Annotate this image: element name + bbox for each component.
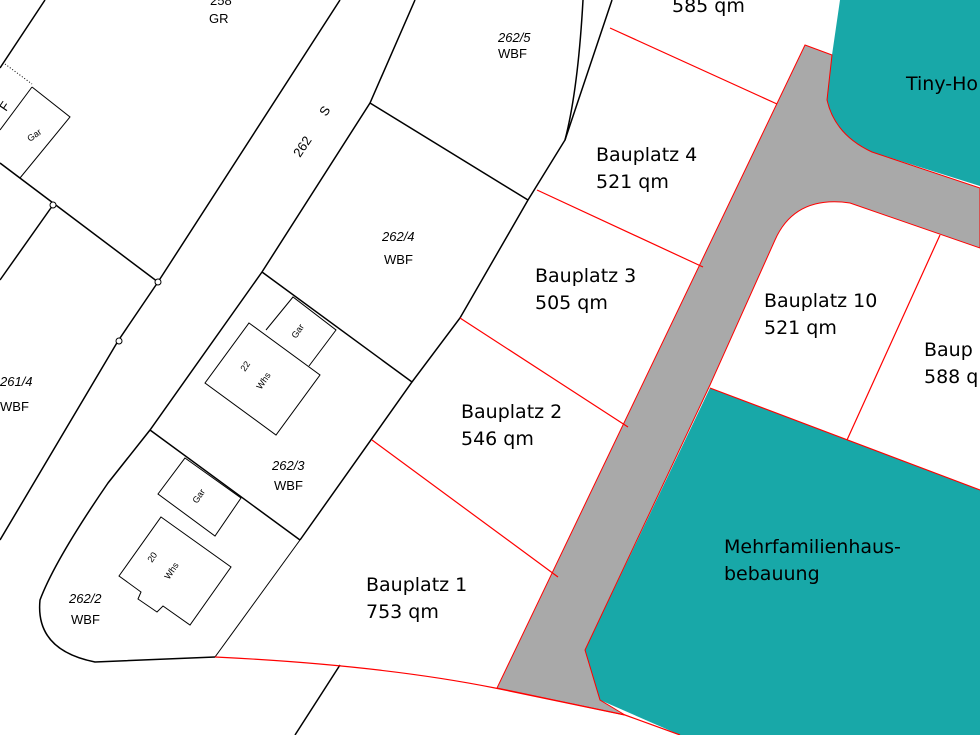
multi-family-label: Mehrfamilienhaus- bbox=[724, 536, 901, 558]
boundary-marker bbox=[115, 337, 123, 345]
plot-name: Bauplatz 1 bbox=[366, 574, 467, 596]
building-label: Whs bbox=[162, 560, 181, 581]
building-garage bbox=[0, 86, 71, 179]
plot-name: Bauplatz 10 bbox=[764, 290, 877, 312]
house-number: 20 bbox=[145, 550, 159, 564]
parcel-boundary bbox=[0, 162, 159, 283]
plot-area: 546 qm bbox=[461, 428, 534, 450]
plot-area: 521 qm bbox=[596, 171, 669, 193]
parcel-boundary bbox=[564, 0, 613, 141]
plot-name: Bauplatz 3 bbox=[535, 265, 636, 287]
road-left-boundary bbox=[0, 0, 341, 541]
building-label: Gar bbox=[289, 322, 306, 340]
parcel-number: 262/3 bbox=[271, 458, 305, 473]
plot-boundary bbox=[371, 439, 559, 578]
building-label: Gar bbox=[190, 487, 207, 505]
parcel-use: WBF bbox=[274, 478, 303, 493]
parcel-use: WBF bbox=[71, 612, 100, 627]
parcel-number: 261/4 bbox=[0, 374, 33, 389]
parcel-number: 262/4 bbox=[381, 229, 415, 244]
multi-family-area bbox=[585, 388, 980, 735]
parcel-number: 262 bbox=[290, 133, 315, 159]
plot-area: 585 qm bbox=[672, 0, 745, 17]
plot-boundary bbox=[609, 27, 778, 105]
plot-boundary bbox=[214, 656, 681, 735]
plot-area: 521 qm bbox=[764, 317, 837, 339]
building-house bbox=[118, 516, 232, 626]
parcel-boundary bbox=[369, 102, 529, 201]
access-road bbox=[496, 44, 980, 716]
boundary-marker bbox=[49, 201, 57, 209]
road-right-boundary bbox=[38, 0, 416, 663]
building-label: Whs bbox=[254, 370, 273, 391]
parcel-boundary bbox=[214, 539, 301, 658]
plot-name: Bauplatz 4 bbox=[596, 144, 697, 166]
plot-area: 753 qm bbox=[366, 601, 439, 623]
dotted-line bbox=[4, 63, 33, 85]
parcel-boundary bbox=[261, 271, 413, 383]
building-garage bbox=[157, 457, 242, 537]
parcel-boundary bbox=[0, 204, 54, 281]
plot-boundary bbox=[709, 387, 980, 491]
building-label: Gar bbox=[25, 127, 43, 144]
plot-name: Bauplatz 2 bbox=[461, 401, 562, 423]
parcel-use: GR bbox=[209, 11, 229, 26]
boundary-marker bbox=[154, 278, 162, 286]
parcel-number: 262/5 bbox=[497, 30, 531, 45]
plot-boundary bbox=[459, 317, 629, 428]
parcel-boundary bbox=[294, 664, 341, 735]
plot-area: 588 q bbox=[924, 366, 978, 388]
parcel-use: WBF bbox=[384, 252, 413, 267]
parcel-use: WBF bbox=[0, 399, 29, 414]
tiny-house-area bbox=[827, 0, 980, 186]
parcel-boundary bbox=[0, 0, 46, 69]
parcel-boundary bbox=[149, 429, 301, 541]
plot-boundary bbox=[536, 189, 704, 268]
plot-area: 505 qm bbox=[535, 292, 608, 314]
building-house bbox=[204, 322, 321, 436]
house-number: 22 bbox=[238, 359, 252, 373]
multi-family-label: bebauung bbox=[724, 563, 820, 585]
building-garage bbox=[265, 296, 337, 367]
partial-label: F bbox=[0, 99, 13, 114]
plot-name: Baup bbox=[924, 339, 973, 361]
parcel-use: S bbox=[316, 103, 333, 119]
tiny-house-label: Tiny-Ho bbox=[905, 73, 978, 95]
parcel-use: WBF bbox=[498, 46, 527, 61]
parcel-number: 258 bbox=[210, 0, 232, 8]
parcel-number: 262/2 bbox=[68, 591, 102, 606]
plot-boundary bbox=[846, 234, 941, 441]
